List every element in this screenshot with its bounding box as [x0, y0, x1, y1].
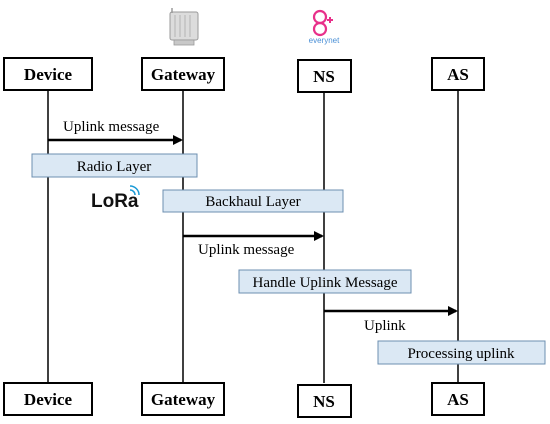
backhaul-layer-label: Backhaul Layer: [205, 194, 300, 210]
message-gateway-to-ns: Uplink message: [183, 231, 324, 258]
message-2-label: Uplink message: [198, 242, 295, 258]
participant-gateway-bottom: Gateway: [141, 382, 225, 416]
handle-uplink-box: Handle Uplink Message: [238, 269, 412, 294]
lora-logo: LoRa: [91, 185, 140, 212]
participant-device-top: Device: [3, 57, 93, 91]
radio-layer-label: Radio Layer: [77, 159, 152, 175]
everynet-logo-text: everynet: [309, 36, 340, 45]
participant-as-top: AS: [431, 57, 485, 91]
participant-device-label: Device: [24, 65, 73, 84]
radio-layer-box: Radio Layer: [31, 153, 198, 178]
participant-gateway-top: Gateway: [141, 57, 225, 91]
message-ns-to-as: Uplink: [324, 306, 458, 334]
participant-as-bottom: AS: [431, 382, 485, 416]
gateway-device-image: [169, 8, 199, 46]
participant-gateway-label: Gateway: [151, 65, 216, 84]
participant-as-bottom-label: AS: [447, 390, 469, 409]
everynet-logo: everynet: [309, 9, 340, 45]
participant-ns-top: NS: [297, 59, 352, 93]
participant-device-bottom: Device: [3, 382, 93, 416]
lora-logo-text: LoRa: [91, 191, 139, 212]
participant-device-bottom-label: Device: [24, 390, 73, 409]
processing-uplink-label: Processing uplink: [407, 346, 515, 362]
message-device-to-gateway: Uplink message: [48, 119, 183, 145]
participant-ns-bottom-label: NS: [313, 392, 335, 411]
backhaul-layer-box: Backhaul Layer: [162, 189, 344, 213]
participant-as-label: AS: [447, 65, 469, 84]
processing-uplink-box: Processing uplink: [377, 340, 546, 365]
handle-uplink-label: Handle Uplink Message: [253, 275, 398, 291]
participant-gateway-bottom-label: Gateway: [151, 390, 216, 409]
message-1-label: Uplink message: [63, 119, 160, 135]
participant-ns-bottom: NS: [297, 384, 352, 418]
message-3-label: Uplink: [364, 318, 406, 334]
participant-ns-label: NS: [313, 67, 335, 86]
